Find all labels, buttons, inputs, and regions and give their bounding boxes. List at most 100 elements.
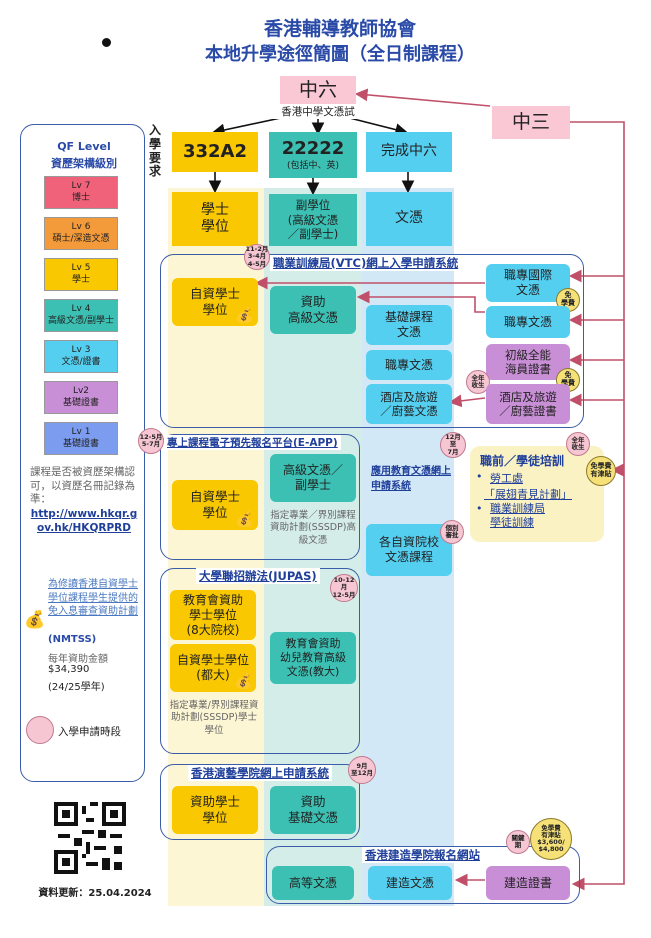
legend-panel [20,124,145,782]
apa-period-badge: 9月 至12月 [348,756,376,784]
qf-level-name: 基礎證書 [62,397,99,408]
qf-level-number: Lv2 [72,385,90,396]
nmtss-amount: $34,390 [48,664,90,675]
cic-region [266,846,580,904]
cic-hd: 高等文憑 [272,866,354,900]
qf-level-number: Lv 4 [71,303,91,314]
qf-level-number: Lv 5 [71,262,91,273]
edu-diploma-title[interactable]: 應用教育文憑網上申請系統 [371,466,451,492]
period-legend-label: 入學申請時段 [58,726,121,738]
apa-region [160,764,360,840]
yes-scheme-link[interactable]: 「展翅青見計劃」 [484,488,572,501]
apa-title[interactable]: 香港演藝學院網上申請系統 [188,765,332,781]
update-date: 資料更新：25.04.2024 [38,888,152,899]
qf-level-name: 文憑/證書 [61,356,101,367]
eapp-period-badge: 12-5月 5-7月 [138,428,164,454]
cic-diploma: 建造文憑 [368,866,452,900]
outcome-degree: 學士 學位 [172,192,258,246]
training-panel [470,446,604,542]
vtc-vocational-diploma-2: 職專文憑 [486,306,570,338]
qf-level-name: 碩士/深造文憑 [52,233,110,244]
req-22222-value: 22222 [281,138,345,160]
vtc-funded-hd: 資助 高級文憑 [270,286,356,334]
period-legend-icon [26,716,54,744]
labour-dept-link[interactable]: 勞工處 [490,472,523,485]
vtc-apprentice-link[interactable]: 職業訓練局 學徒訓練 [490,502,545,530]
jupas-self-degree: 自資學士學位 (都大) [170,644,256,692]
training-bullet-1: • [476,470,483,483]
vtc-region [160,254,584,428]
s6-node: 中六 [280,76,356,106]
req-22222: 22222 (包括中、英) [269,132,357,178]
eapp-region [160,434,360,560]
legend-title-1: QF Level [57,140,111,153]
money-bag-icon: 💰 [235,306,254,324]
qf-level-name: 博士 [71,192,90,203]
separate-review-badge: 個別 審批 [440,520,464,544]
money-bag-icon: 💰 [24,610,46,630]
req-complete-s6: 完成中六 [366,132,452,172]
nmtss-link[interactable]: 為修讀香港自資學士學位課程學生提供的免入息審查資助計劃 [48,579,138,617]
page-subtitle: 本地升學途徑簡圖（全日制課程） [205,44,475,65]
cic-allowance-badge: 免學費 有津貼 $3,600/ $4,800 [530,818,572,860]
req-22222-note: (包括中、英) [286,160,340,171]
qf-level-number: Lv 3 [71,344,91,355]
jupas-ugc-hd: 教育會資助 幼兒教育高級 文憑(教大) [270,632,356,684]
jupas-ugc-degree: 教育會資助 學士學位 (8大院校) [170,590,256,640]
eapp-sssdp: 指定專業／界別課程資助計劃(SSSDP)高級文憑 [269,510,357,546]
cic-cert: 建造證書 [486,866,570,900]
qr-code-icon [54,802,126,874]
money-bag-icon: 💰 [235,510,254,528]
money-bag-icon: 💰 [234,672,253,690]
eapp-self-degree: 自資學士 學位 [172,480,258,530]
dot-bullet [102,38,111,47]
training-age-badge: 全年 收生 [566,432,590,456]
training-free-badge: 免學費 有津貼 [586,456,616,486]
page-title: 香港輔導教師協會 [263,18,416,40]
qf-level-name: 高級文憑/副學士 [47,315,115,326]
eapp-title[interactable]: 專上課程電子預先報名平台(E-APP) [164,435,341,450]
qf-level-name: 基礎證書 [62,438,99,449]
vtc-title[interactable]: 職業訓練局(VTC)網上入學申請系統 [270,255,462,271]
jupas-title[interactable]: 大學聯招辦法(JUPAS) [196,568,320,584]
vtc-hospitality-diploma: 酒店及旅遊 ／廚藝文憑 [366,384,452,424]
vtc-hospitality-cert: 酒店及旅遊 ／廚藝證書 [486,384,570,424]
hkqr-link[interactable]: http://www.hkqr.gov.hk/HKQRPRD [30,508,138,534]
req-332a2: 332A2 [172,132,258,172]
edu-period-badge: 12月 至 7月 [440,432,466,458]
hkdse-label: 香港中學文憑試 [263,104,373,119]
entry-requirement-label: 入學要求 [149,123,162,179]
qf-level-number: Lv 7 [71,180,91,191]
qf-note: 課程是否被資歷架構認可，以資歷名冊記錄為準： [30,466,135,506]
vtc-seafarer-cert: 初級全能 海員證書 [486,344,570,380]
vtc-foundation-diploma: 基礎課程 文憑 [366,305,452,345]
vtc-self-degree: 自資學士 學位 [172,278,258,326]
cic-period-badge: 關鍵 期 [506,830,530,854]
legend-title-2: 資歷架構級別 [51,157,117,170]
nmtss-year: (24/25學年) [48,682,105,693]
training-bullet-2: • [476,502,483,515]
apa-degree: 資助學士 學位 [172,786,258,834]
free-tuition-badge-2: 免 學費 [556,368,580,392]
jupas-sssdp: 指定專業/界別課程資助計劃(SSSDP)學士學位 [169,700,259,736]
vtc-vocational-diploma: 職專文憑 [366,350,452,380]
qf-level-name: 學士 [71,274,90,285]
outcome-subdegree: 副學位 (高級文憑 ／副學士) [269,194,357,246]
self-financed-diploma: 各自資院校 文憑課程 [366,524,452,576]
eapp-hd: 高級文憑／ 副學士 [270,454,356,502]
nmtss-amount-label: 每年資助金額 [48,654,108,665]
vtc-period-badge: 11-2月 3-4月 4-5月 [244,244,270,270]
qf-level-number: Lv 1 [71,426,91,437]
jupas-period-badge: 10-12月 12-5月 [330,574,358,602]
nmtss-abbr: (NMTSS) [48,634,97,645]
cic-title[interactable]: 香港建造學院報名網站 [362,847,483,863]
outcome-diploma: 文憑 [366,192,452,246]
s3-node: 中三 [492,106,570,139]
